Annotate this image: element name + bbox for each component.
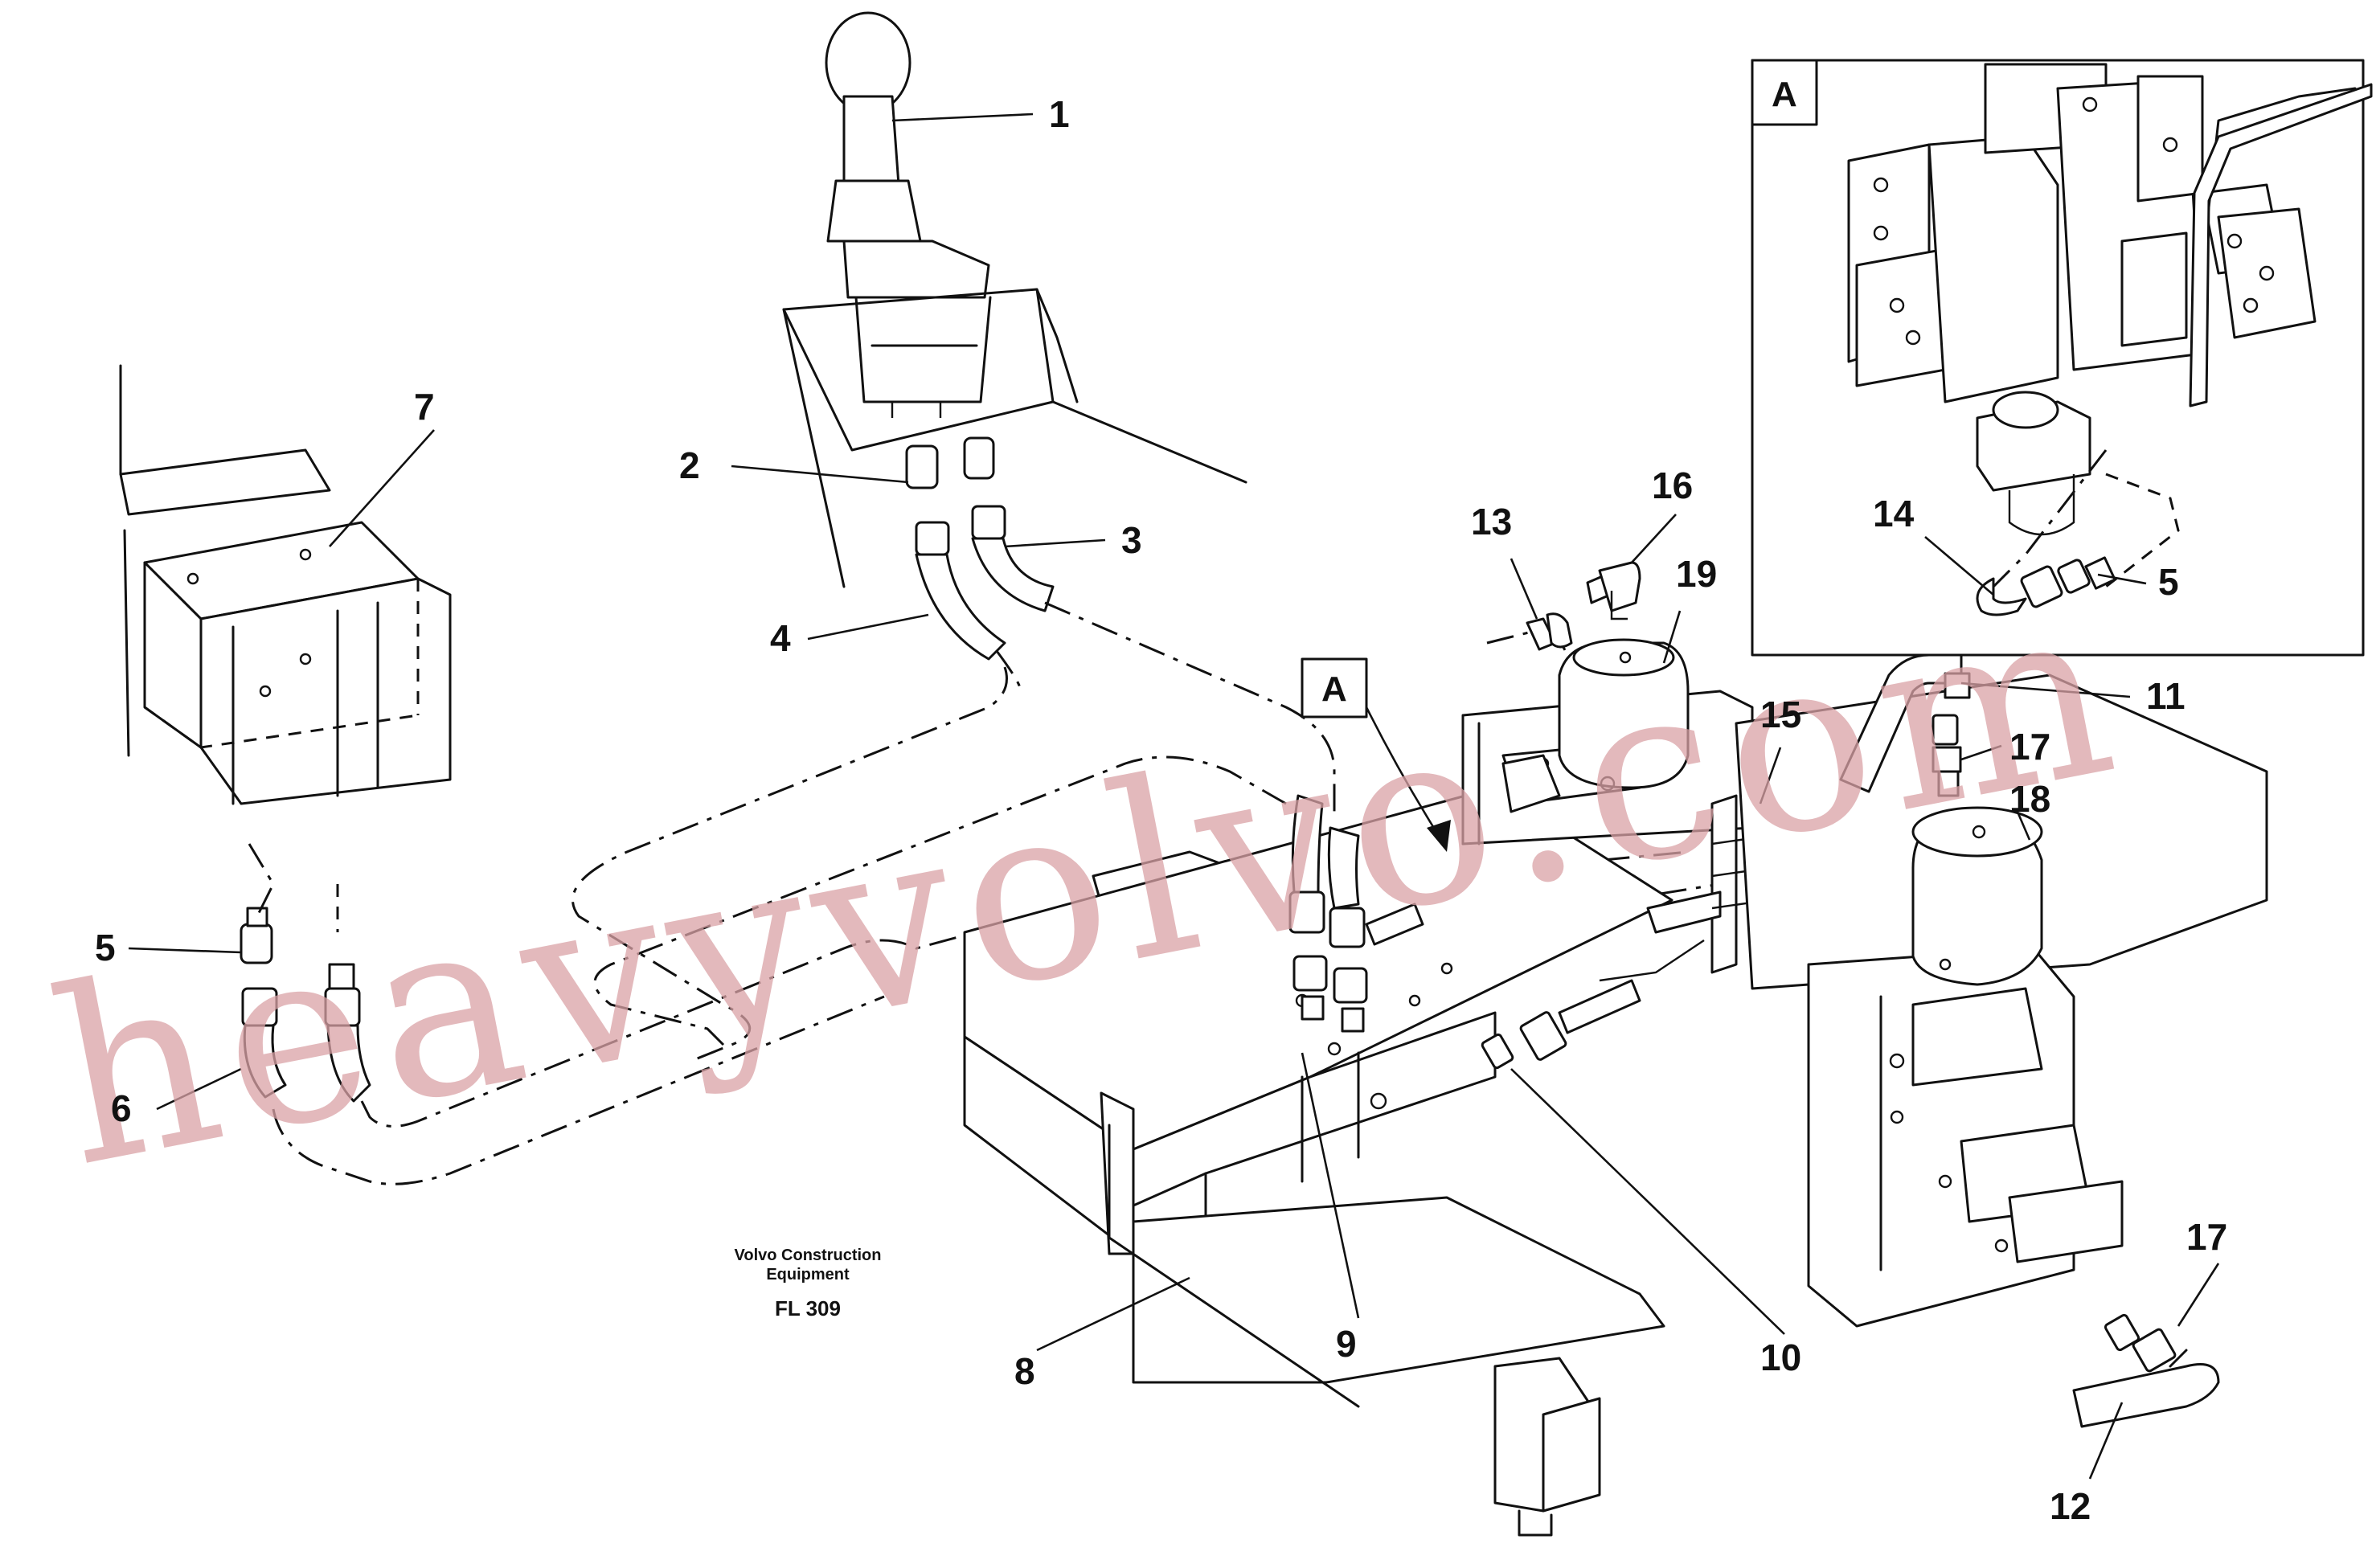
callout-13: 13: [1471, 501, 1512, 542]
callout-14: 14: [1873, 493, 1915, 534]
callout-2: 2: [679, 444, 700, 486]
callout-11: 11: [2146, 675, 2186, 717]
callout-19: 19: [1676, 553, 1717, 595]
callout-4: 4: [770, 617, 791, 659]
centre-solenoid-valve: [1461, 638, 1754, 845]
callout-9: 9: [1336, 1323, 1357, 1365]
callout-10: 10: [1760, 1337, 1801, 1378]
valve-hose-connections: [1288, 794, 1641, 1070]
detail-inset-a: [1751, 59, 2373, 657]
callout-leaders: [128, 113, 2220, 1480]
left-hose-fittings: [240, 907, 371, 1103]
callout-18: 18: [2009, 778, 2050, 820]
callout-5: 5: [95, 927, 116, 968]
callout-17-bottom: 17: [2186, 1216, 2227, 1258]
caption-company: Volvo Construction: [735, 1247, 882, 1264]
callout-3: 3: [1121, 519, 1142, 561]
callout-15: 15: [1760, 694, 1801, 735]
callout-1: 1: [1049, 93, 1070, 135]
left-valve-block: [119, 364, 452, 805]
inset-callout-5: 5: [2158, 561, 2179, 603]
callout-6: 6: [111, 1087, 132, 1129]
main-detail-tag: A: [1321, 669, 1347, 709]
callout-17-top: 17: [2009, 726, 2050, 768]
callout-8: 8: [1014, 1350, 1035, 1392]
callout-16: 16: [1652, 465, 1693, 506]
section-marker-a: [1301, 657, 1451, 852]
fitting-13-and-elbow-16: [1526, 561, 1641, 651]
callout-12: 12: [2050, 1485, 2091, 1527]
joystick-hose-fittings: [905, 436, 1055, 661]
figure-number: FL 309: [775, 1296, 841, 1320]
caption-company-2: Equipment: [766, 1266, 850, 1283]
inset-detail-tag: A: [1772, 75, 1797, 114]
callout-numbers: 1 2 3 4 5 6 7 8 9 10 11 12 13 14 15 16 1…: [95, 93, 2227, 1527]
callout-7: 7: [414, 386, 435, 428]
figure-caption: Volvo Construction Equipment FL 309: [735, 1247, 882, 1320]
joystick-lever: [825, 11, 992, 418]
joystick-console: [782, 288, 1247, 588]
pipe-12-and-fitting-17-bottom: [2072, 1313, 2220, 1428]
